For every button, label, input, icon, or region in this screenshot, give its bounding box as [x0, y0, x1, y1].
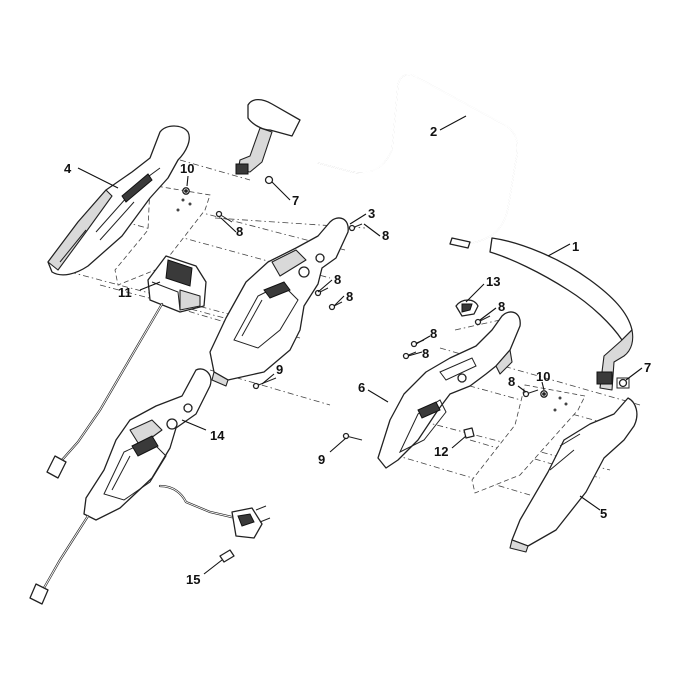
part-5-right-cover: [509, 397, 638, 553]
screws-left: [182, 187, 363, 311]
part-4-left-handle-bar: [47, 125, 190, 276]
callout-1: 1: [572, 239, 579, 254]
callout-labels: 4 10 7 2 8 3 8 8 8 11 9 1 13 8 8 8 7 10 …: [64, 124, 651, 587]
part-14-power-plug: [158, 484, 271, 539]
part-11-switch-module: [46, 255, 207, 479]
callout-8: 8: [236, 224, 243, 239]
screws-right: [402, 315, 548, 439]
bracket-outline-right: [471, 384, 586, 494]
callout-8: 8: [498, 299, 505, 314]
callout-7: 7: [292, 193, 299, 208]
bracket-outline-left: [114, 184, 211, 286]
callout-leaders: [77, 115, 643, 575]
callout-6: 6: [358, 380, 365, 395]
callout-9: 9: [276, 362, 283, 377]
callout-13: 13: [486, 274, 500, 289]
part-15-pin: [219, 549, 235, 563]
callout-10: 10: [536, 369, 550, 384]
part-14-lower-handle: [29, 368, 212, 605]
part-2-wire-bar: [317, 73, 519, 249]
callout-8: 8: [346, 289, 353, 304]
part-6-right-handle: [377, 311, 521, 469]
callout-15: 15: [186, 572, 200, 587]
callout-8: 8: [382, 228, 389, 243]
part-9-pin-left: [252, 377, 277, 390]
part-13-clip: [455, 299, 479, 317]
callout-5: 5: [600, 506, 607, 521]
callout-11: 11: [118, 285, 132, 300]
callout-8: 8: [422, 346, 429, 361]
bracket-dots: [176, 198, 568, 412]
part-7-screw-right: [616, 377, 630, 389]
callout-3: 3: [368, 206, 375, 221]
callout-8: 8: [508, 374, 515, 389]
callout-12: 12: [434, 444, 448, 459]
callout-8: 8: [334, 272, 341, 287]
callout-14: 14: [210, 428, 225, 443]
callout-8: 8: [430, 326, 437, 341]
callout-10: 10: [180, 161, 194, 176]
callout-2: 2: [430, 124, 437, 139]
part-7-upper-bracket: [235, 98, 301, 185]
part-9-pin-right: [342, 432, 363, 441]
callout-4: 4: [64, 161, 72, 176]
callout-9: 9: [318, 452, 325, 467]
callout-7: 7: [644, 360, 651, 375]
part-3-left-handle-housing: [209, 217, 349, 387]
part-1-upper-handle: [489, 237, 634, 391]
